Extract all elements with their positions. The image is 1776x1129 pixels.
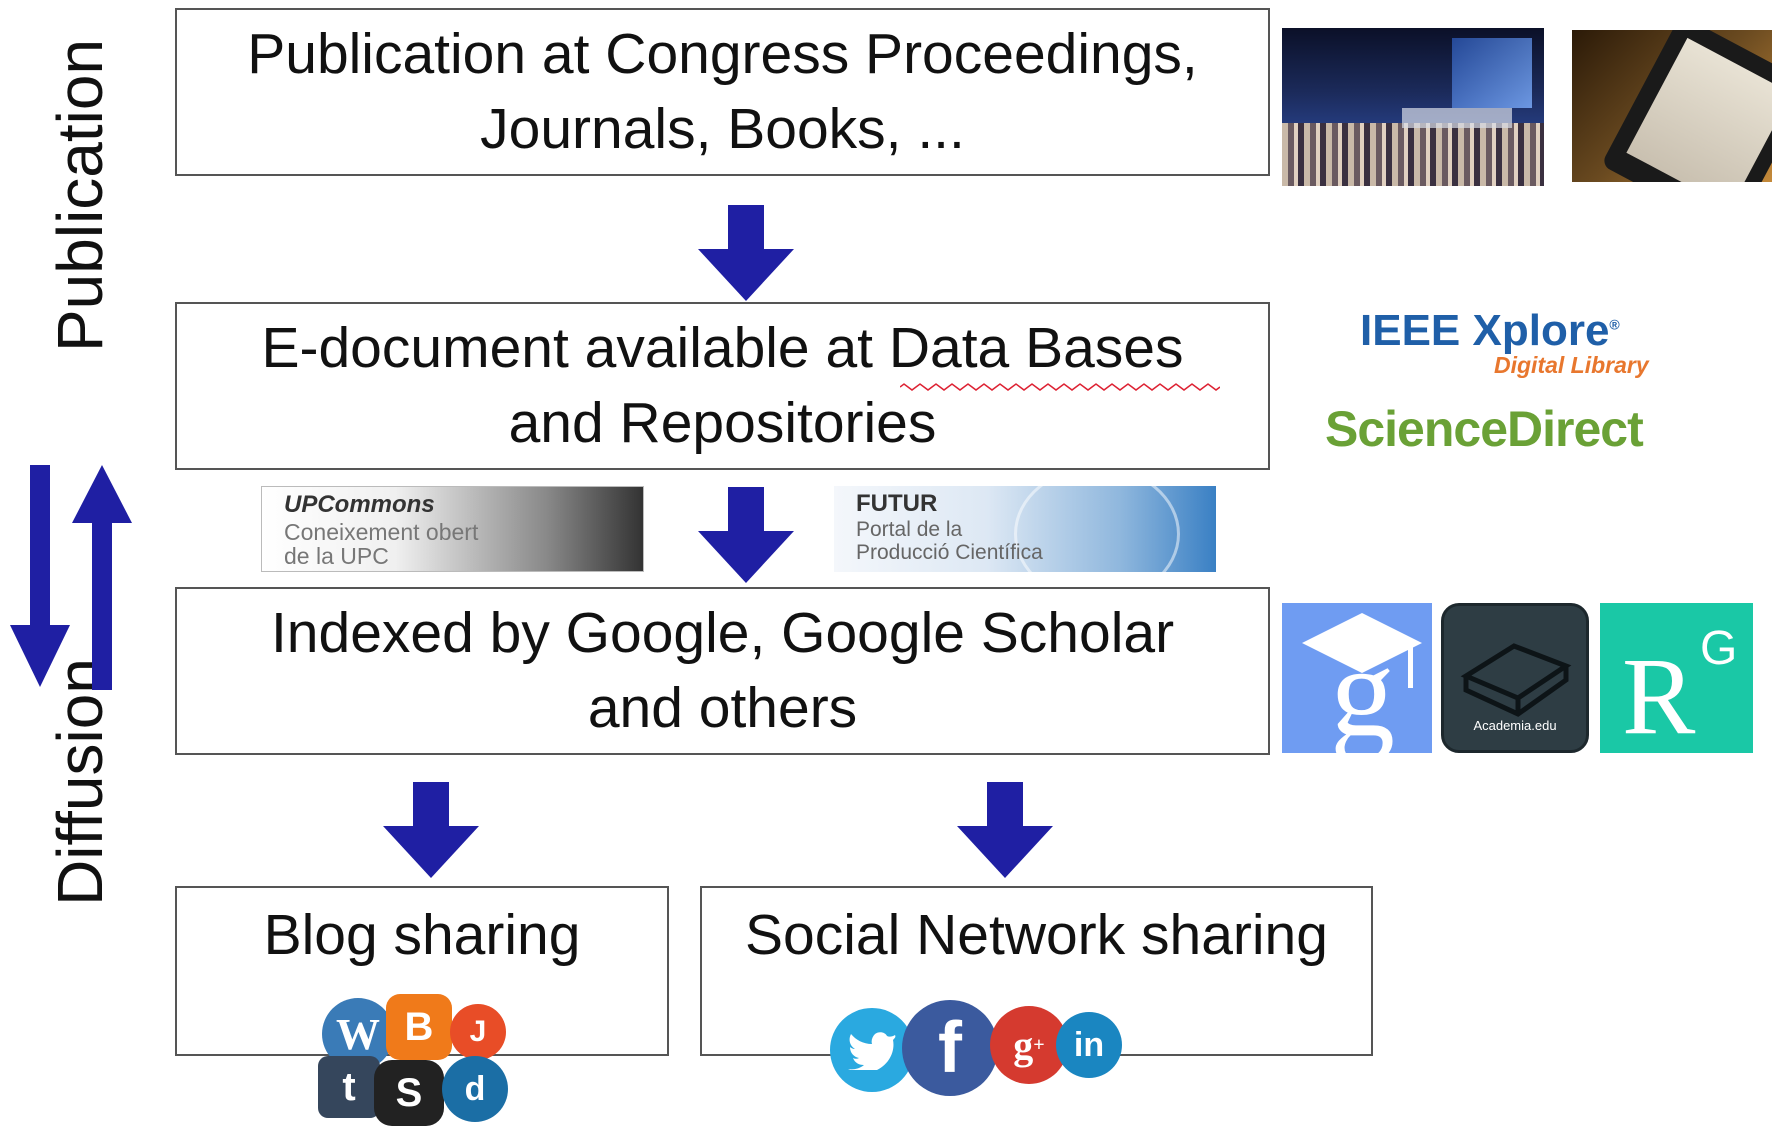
upcommons-title: UPCommons bbox=[284, 491, 435, 518]
researchgate-letter-r: R bbox=[1622, 635, 1696, 757]
ieee-digital-library-text: Digital Library bbox=[1494, 352, 1649, 378]
drupal-icon: d bbox=[442, 1056, 508, 1122]
publication-box-text: Publication at Congress Proceedings, Jou… bbox=[247, 22, 1198, 161]
down-arrow-icon bbox=[698, 205, 794, 301]
bidirectional-arrows-icon bbox=[10, 465, 132, 690]
futur-title: FUTUR bbox=[856, 490, 938, 517]
spellcheck-underline bbox=[900, 383, 1220, 391]
indexed-box-text: Indexed by Google, Google Scholar and ot… bbox=[270, 601, 1175, 740]
upcommons-line2: de la UPC bbox=[284, 543, 389, 569]
twitter-icon bbox=[830, 1008, 914, 1092]
publication-side-label: Publication bbox=[44, 38, 116, 352]
joomla-icon: J bbox=[450, 1004, 506, 1060]
blog-box-text: Blog sharing bbox=[263, 903, 581, 967]
facebook-icon: f bbox=[902, 1000, 998, 1096]
futur-banner: FUTUR Portal de la Producció Científica bbox=[834, 486, 1216, 572]
edocument-box-text: E-document available at Data Bases and R… bbox=[261, 316, 1184, 455]
svg-text:g: g bbox=[1330, 620, 1395, 753]
down-arrow-icon bbox=[957, 782, 1053, 878]
down-arrow-icon bbox=[698, 487, 794, 583]
futur-line1: Portal de la bbox=[856, 518, 963, 541]
tumblr-icon: t bbox=[318, 1056, 380, 1118]
futur-line2: Producció Científica bbox=[856, 541, 1043, 564]
upcommons-line1: Coneixement obert bbox=[284, 519, 479, 545]
academia-edu-icon: Academia.edu bbox=[1441, 603, 1589, 753]
researchgate-letter-g: G bbox=[1700, 622, 1738, 675]
ieee-xplore-logo: IEEE Xplore® bbox=[1360, 306, 1620, 355]
sciencedirect-logo: ScienceDirect bbox=[1325, 401, 1644, 457]
researchgate-icon: R G bbox=[1600, 603, 1753, 757]
squarespace-icon: S bbox=[374, 1060, 444, 1126]
academia-edu-label: Academia.edu bbox=[1473, 718, 1557, 733]
google-plus-icon: g+ bbox=[990, 1006, 1068, 1084]
google-scholar-icon: g bbox=[1282, 603, 1432, 753]
social-icons-cluster: f g+ in bbox=[830, 1000, 1140, 1100]
ieee-xplore-logo-text: IEEE Xplore bbox=[1360, 306, 1610, 355]
social-box-text: Social Network sharing bbox=[745, 903, 1328, 967]
blogger-icon: B bbox=[386, 994, 452, 1060]
blog-icons-cluster: W B J t S d bbox=[310, 990, 530, 1128]
upcommons-banner: UPCommons Coneixement obert de la UPC bbox=[261, 486, 644, 572]
indexed-box: Indexed by Google, Google Scholar and ot… bbox=[175, 587, 1270, 755]
tablet-photo bbox=[1572, 30, 1772, 182]
linkedin-icon: in bbox=[1056, 1012, 1122, 1078]
conference-photo bbox=[1282, 28, 1544, 186]
publication-box: Publication at Congress Proceedings, Jou… bbox=[175, 8, 1270, 176]
edocument-box: E-document available at Data Bases and R… bbox=[175, 302, 1270, 470]
down-arrow-icon bbox=[383, 782, 479, 878]
